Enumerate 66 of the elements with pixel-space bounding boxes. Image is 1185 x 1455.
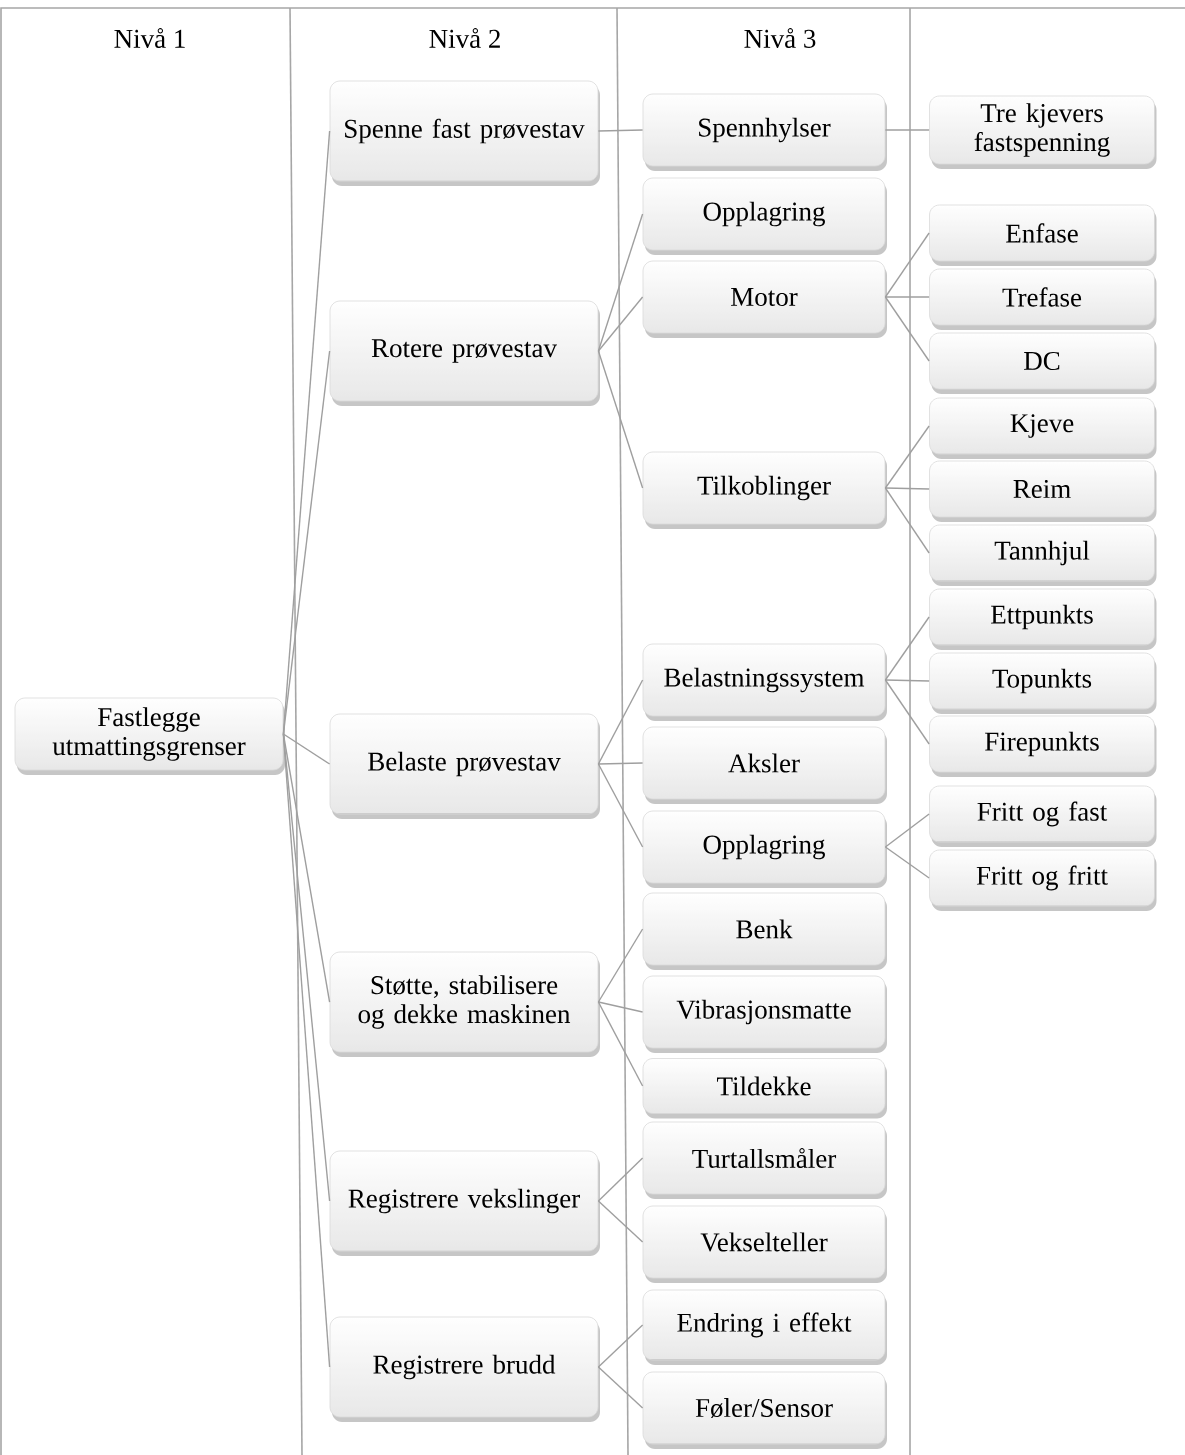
process-box: DC — [929, 332, 1157, 394]
process-box: Opplagring — [642, 177, 887, 255]
connector-line — [597, 213, 644, 352]
process-box: Belaste prøvestav — [329, 713, 600, 819]
process-box: Føler/Sensor — [642, 1371, 887, 1449]
connector-line — [282, 733, 331, 1003]
connector-line — [884, 425, 930, 489]
process-box: Firepunkts — [929, 715, 1157, 777]
process-box: Opplagring — [642, 810, 887, 888]
process-box: Rotere prøvestav — [329, 300, 600, 406]
connector-line — [884, 616, 930, 681]
process-box: Tildekke — [642, 1058, 887, 1119]
process-box: Kjeve — [929, 397, 1157, 459]
connector-line — [597, 763, 644, 848]
process-box: Tre kjevers fastspenning — [929, 95, 1157, 169]
process-box: Tannhjul — [929, 524, 1157, 586]
connector-line — [884, 296, 930, 362]
connector-line — [597, 1001, 644, 1087]
process-box: Vibrasjonsmatte — [642, 975, 887, 1053]
connector-line — [597, 1324, 644, 1368]
process-box: Belastningssystem — [642, 643, 887, 721]
process-box: Spennhylser — [642, 93, 887, 171]
process-box: Enfase — [929, 204, 1157, 266]
process-box: Fritt og fast — [929, 785, 1157, 847]
process-box: Reim — [929, 460, 1157, 522]
connector-line — [597, 129, 644, 132]
connector-line — [597, 1001, 644, 1013]
connector-line — [597, 679, 644, 765]
connector-line — [597, 296, 644, 352]
connector-line — [597, 350, 644, 489]
connector-line — [884, 679, 930, 745]
process-box: Trefase — [929, 268, 1157, 330]
process-box: Registrere vekslinger — [329, 1150, 600, 1256]
connector-line — [884, 846, 930, 879]
column-heading: Nivå 2 — [429, 28, 500, 48]
process-box: Aksler — [642, 726, 887, 804]
connector-line — [884, 813, 930, 848]
process-box: Endring i effekt — [642, 1289, 887, 1365]
connector-line — [884, 487, 930, 554]
column-heading: Nivå 1 — [114, 28, 185, 48]
connector-line — [282, 733, 331, 1368]
connector-line — [597, 1366, 644, 1409]
connector-line — [282, 350, 331, 735]
connector-line — [597, 1157, 644, 1202]
process-box: Motor — [642, 260, 887, 338]
process-box: Tilkoblinger — [642, 451, 887, 529]
connector-line — [884, 129, 930, 131]
connector-line — [884, 679, 930, 682]
process-box: Spenne fast prøvestav — [329, 80, 600, 186]
connector-line — [884, 487, 930, 490]
connector-line — [597, 1200, 644, 1243]
column-heading: Nivå 3 — [744, 28, 816, 48]
process-box: Støtte, stabilisere og dekke maskinen — [329, 951, 600, 1057]
connector-line — [282, 733, 331, 765]
process-box: Vekselteller — [642, 1205, 887, 1283]
connector-line — [884, 232, 930, 298]
connector-line — [884, 296, 930, 298]
process-box: Registrere brudd — [329, 1316, 600, 1422]
process-box: Ettpunkts — [929, 588, 1157, 650]
connector-line — [597, 928, 644, 1003]
process-box: Topunkts — [929, 652, 1157, 714]
connector-line — [597, 762, 644, 765]
process-box: Turtallsmåler — [642, 1121, 887, 1199]
process-box: Fritt og fritt — [929, 849, 1157, 911]
process-box: Fastlegge utmattingsgrenser — [14, 697, 285, 775]
process-box: Benk — [642, 892, 887, 970]
